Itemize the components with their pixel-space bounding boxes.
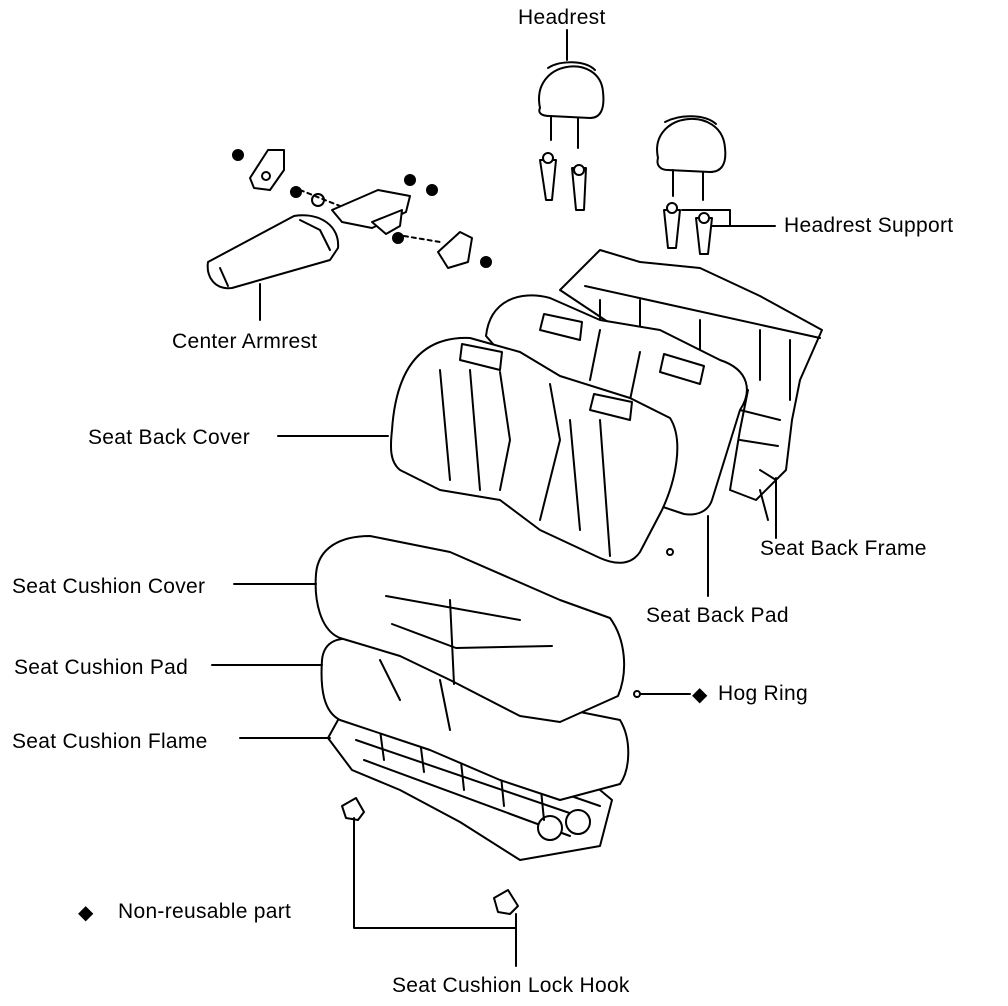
seat-cushion-pad-label: Seat Cushion Pad: [14, 656, 189, 679]
seat-cushion-lock-hook-label: Seat Cushion Lock Hook: [392, 974, 630, 997]
armrest-hardware: [232, 149, 492, 269]
seat-back-pad-label: Seat Back Pad: [646, 604, 789, 627]
headrest-support-2: [663, 202, 713, 255]
headrest-label: Headrest: [518, 6, 606, 29]
seat-back-cover: [390, 336, 777, 597]
non-reusable-part-label: Non-reusable part: [118, 900, 292, 923]
seat-back-frame-label: Seat Back Frame: [760, 537, 927, 560]
non-reusable-diamond-icon: ◆: [78, 900, 94, 924]
seat-cushion-cover: [314, 535, 674, 723]
headrest-support-leader: [681, 209, 776, 227]
center-armrest: [206, 214, 340, 321]
lock-hook-leader: [353, 817, 517, 929]
headrest-support-label: Headrest Support: [784, 214, 954, 237]
seat-cushion-flame-label: Seat Cushion Flame: [12, 730, 208, 753]
headrest-1: [538, 61, 605, 149]
center-armrest-label: Center Armrest: [172, 330, 318, 353]
headrest-2: [656, 115, 727, 201]
hog-ring-label: Hog Ring: [718, 682, 808, 705]
seat-cushion-cover-label: Seat Cushion Cover: [12, 575, 206, 598]
seat-cushion-frame: [327, 701, 613, 861]
seat-cushion-lock-hook-2: [493, 889, 519, 915]
seat-back-cover-label: Seat Back Cover: [88, 426, 251, 449]
seat-cushion-lock-hook-1: [341, 797, 365, 821]
headrest-support-1: [539, 152, 587, 211]
hog-ring-diamond-icon: ◆: [692, 682, 708, 706]
